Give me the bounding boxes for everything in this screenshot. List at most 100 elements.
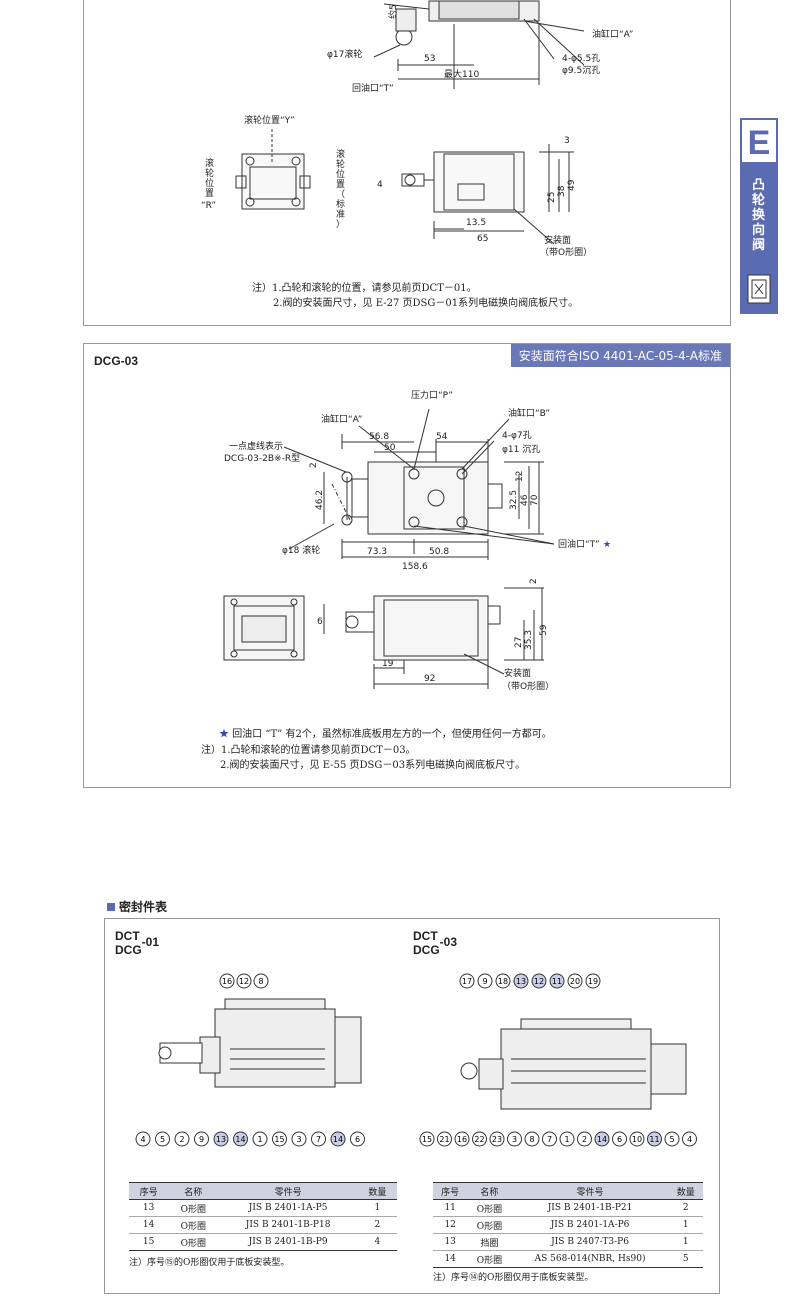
callout-circle (542, 1131, 557, 1147)
callout-number: 7 (316, 1135, 321, 1144)
callout-circle (507, 1131, 522, 1147)
callout-circle (531, 973, 547, 989)
dcg03-port-b: 油缸口“B” (508, 407, 550, 419)
table-cell: 13 (433, 1233, 468, 1251)
callout-circle (577, 1131, 592, 1147)
dcg01-dim-49: 49 (567, 179, 577, 191)
dcg01-dim-max110: 最大110 (444, 68, 479, 80)
dcg03-dim-54: 54 (436, 432, 448, 442)
table-cell: 2 (668, 1199, 703, 1217)
seal-table-heading-text: 密封件表 (119, 900, 168, 914)
dcg03-dim-32-5: 32.5 (509, 490, 519, 510)
dcg03-dim-70: 70 (530, 494, 540, 506)
callout-circle (472, 1131, 487, 1147)
seal-table-heading: 密封件表 (107, 898, 167, 915)
table-cell: O形圈 (168, 1216, 219, 1234)
callout-number: 11 (649, 1135, 659, 1144)
callout-number: 11 (552, 977, 562, 986)
callout-number: 15 (274, 1135, 284, 1144)
callout-circle (612, 1131, 627, 1147)
callout-circle (194, 1131, 209, 1147)
callout-number: 16 (222, 977, 232, 986)
seal-left-note: 注）序号⑮的O形圈仅用于底板安装型。 (129, 1258, 290, 1268)
callout-circle (594, 1131, 610, 1147)
table-cell: JIS B 2401-1B-P18 (218, 1216, 358, 1234)
table-cell: 4 (357, 1233, 397, 1251)
table-cell: O形圈 (467, 1199, 512, 1217)
table-cell: 1 (357, 1199, 397, 1217)
seal-left-model-bottom: DCG (115, 943, 142, 957)
dcg01-roller-std: 滚轮位置（标准） (336, 148, 345, 230)
callout-circle (236, 973, 252, 989)
dcg01-note-1: 注）1.凸轮和滚轮的位置，请参见前页DCT－01。 (252, 283, 477, 294)
callout-circle (213, 1131, 229, 1147)
table-cell: 2 (357, 1216, 397, 1234)
callout-circle (252, 1131, 268, 1147)
dcg03-dim-50: 50 (384, 443, 396, 453)
callout-circle (629, 1131, 645, 1147)
dcg03-dim-73-3: 73.3 (367, 547, 387, 557)
dcg03-port-a: 油缸口“A” (321, 413, 362, 425)
callout-number: 18 (498, 977, 508, 986)
dcg03-chain-line: 一点虚线表示 (229, 440, 283, 452)
dcg03-dim-158-6: 158.6 (402, 562, 428, 572)
dcg03-port-t: 回油口“T” (558, 538, 600, 550)
dcg03-roller: φ18 滚轮 (282, 544, 320, 556)
dcg03-title: DCG-03 (94, 354, 139, 368)
table-cell: O形圈 (168, 1199, 219, 1217)
callout-number: 5 (669, 1135, 674, 1144)
callout-number: 14 (597, 1135, 607, 1144)
dcg03-dim-35-3: 35.3 (524, 630, 534, 650)
callout-circle (459, 973, 475, 989)
dcg01-counterbore: φ9.5沉孔 (562, 65, 600, 76)
dcg03-drawing: 压力口“P” 油缸口“A” 油缸口“B” 4-φ7孔 φ11 沉孔 一点虚线表示… (223, 389, 611, 692)
dcg03-note-1: 注）1.凸轮和滚轮的位置请参见前页DCT－03。 (201, 745, 416, 756)
callout-number: 21 (439, 1135, 449, 1144)
dcg01-dim-4: 4 (377, 180, 383, 190)
dcg03-dim-50-8: 50.8 (429, 547, 449, 557)
callout-number: 2 (179, 1135, 184, 1144)
table-header: 名称 (467, 1182, 512, 1200)
dcg01-roller-r: 滚轮位置“R” (201, 157, 216, 211)
callout-number: 7 (547, 1135, 552, 1144)
callout-circle (135, 1131, 151, 1147)
dcg03-dim-27: 27 (514, 637, 524, 648)
callout-number: 4 (140, 1135, 145, 1144)
callout-circle (272, 1131, 287, 1147)
callout-number: 6 (355, 1135, 360, 1144)
callout-number: 3 (512, 1135, 517, 1144)
dcg03-note-2: 2.阀的安装面尺寸，见 E-55 页DSG－03系列电磁换向阀底板尺寸。 (220, 760, 526, 771)
table-cell: O形圈 (467, 1216, 512, 1234)
dcg03-dim-12: 12 (515, 471, 525, 482)
dcg03-dim-46-2: 46.2 (315, 490, 325, 510)
callout-circle (647, 1131, 662, 1147)
callout-number: 8 (529, 1135, 534, 1144)
section-vertical-label: 凸轮换向阀 (752, 178, 766, 253)
callout-circle (567, 973, 583, 989)
table-cell: JIS B 2401-1A-P6 (511, 1216, 669, 1234)
dcg01-dim-25: 25 (547, 192, 557, 203)
table-cell: 11 (433, 1199, 468, 1217)
table-cell: 14 (129, 1216, 169, 1234)
dcg01-mount-face: 安装面 (544, 234, 571, 246)
callout-circle (174, 1131, 190, 1147)
callout-circle (219, 973, 235, 989)
dcg01-cut-dim: 约5 (387, 4, 399, 19)
callout-number: 1 (257, 1135, 262, 1144)
table-cell: 1 (668, 1233, 703, 1251)
table-cell: 5 (668, 1250, 703, 1268)
table-cell: JIS B 2401-1A-P5 (218, 1199, 358, 1217)
callout-number: 4 (687, 1135, 692, 1144)
dcg01-port-t: 回油口“T” (352, 82, 394, 94)
callout-circle (291, 1131, 307, 1147)
dcg03-star-note-text: 回油口 “T” 有2个，虽然标准底板用左方的一个，但使用任何一方都可。 (232, 729, 552, 740)
